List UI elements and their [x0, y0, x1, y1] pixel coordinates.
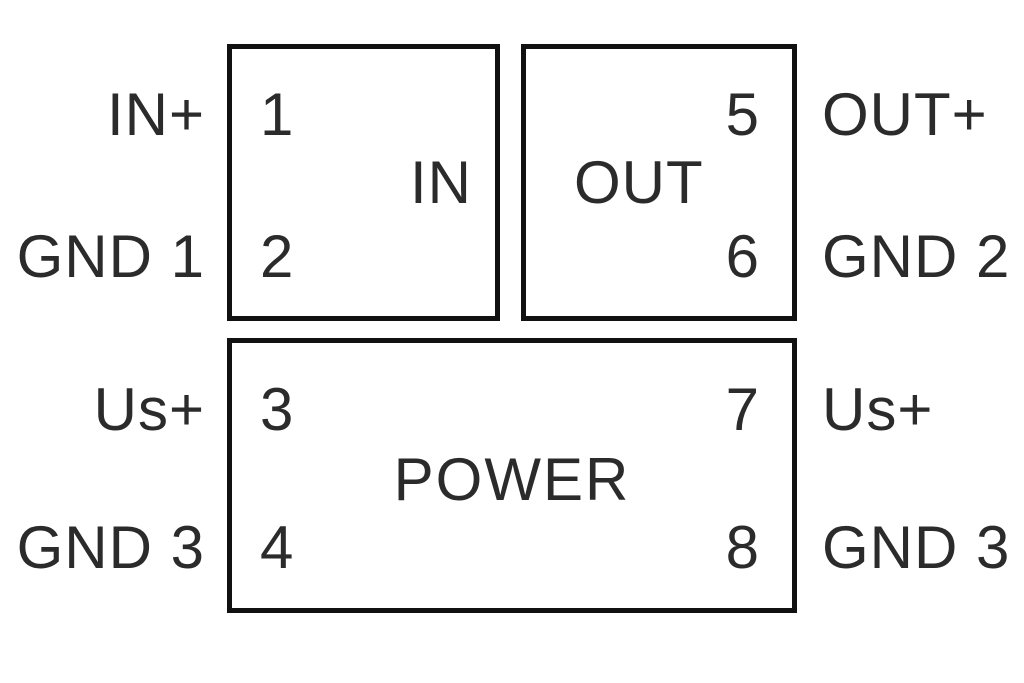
block-power-label: POWER [393, 446, 631, 513]
pin-4-number: 4 [260, 514, 295, 581]
pin-6-number: 6 [725, 223, 760, 290]
block-in-box: 1 2 IN [227, 44, 500, 321]
block-power-box: 3 4 7 8 POWER [227, 338, 797, 613]
block-out-box: 5 6 OUT [521, 44, 797, 321]
block-in-label: IN [410, 149, 472, 216]
ext-label-gnd-3-right: GND 3 [822, 514, 1011, 581]
ext-label-gnd-1: GND 1 [16, 223, 205, 290]
ext-label-out-plus: OUT+ [822, 81, 988, 148]
ext-label-us-plus-right: Us+ [822, 376, 934, 443]
pin-5-number: 5 [725, 81, 760, 148]
block-out-label: OUT [574, 149, 704, 216]
pin-2-number: 2 [260, 223, 295, 290]
pin-1-number: 1 [260, 81, 295, 148]
pin-8-number: 8 [725, 514, 760, 581]
ext-label-us-plus-left: Us+ [93, 376, 205, 443]
pin-3-number: 3 [260, 376, 295, 443]
ext-label-gnd-2: GND 2 [822, 223, 1011, 290]
ext-label-in-plus: IN+ [106, 81, 205, 148]
ext-label-gnd-3-left: GND 3 [16, 514, 205, 581]
pin-7-number: 7 [725, 376, 760, 443]
